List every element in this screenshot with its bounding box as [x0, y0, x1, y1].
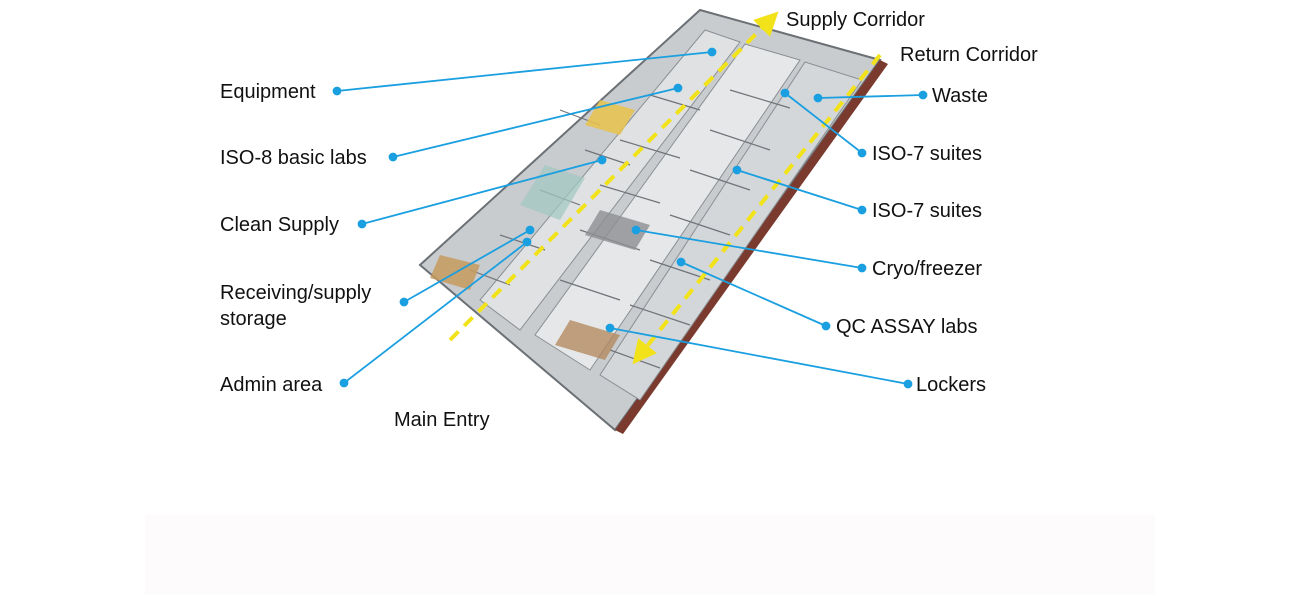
label-iso8-labs: ISO-8 basic labs — [220, 147, 367, 169]
label-equipment: Equipment — [220, 81, 316, 103]
label-iso7-suites-b: ISO-7 suites — [872, 200, 983, 222]
label-admin-area: Admin area — [220, 374, 323, 396]
label-iso7-suites-a: ISO-7 suites — [872, 143, 983, 165]
yellow-room — [585, 100, 635, 135]
label-main-entry: Main Entry — [394, 409, 490, 431]
supply-corridor-arrow — [448, 11, 779, 342]
label-return-corridor: Return Corridor — [900, 44, 1038, 66]
glass-room — [520, 165, 585, 220]
label-cryo-freezer: Cryo/freezer — [872, 258, 983, 280]
room-band-3 — [599, 61, 863, 401]
leader-clean-supply — [361, 159, 603, 225]
label-clean-supply: Clean Supply — [220, 214, 339, 236]
leader-receiving — [403, 229, 531, 303]
leader-equipment — [336, 51, 713, 92]
return-corridor-arrow — [632, 53, 882, 365]
leader-waste — [817, 94, 924, 99]
facade-wall — [615, 60, 888, 434]
leader-qc — [680, 261, 827, 327]
cryo-room — [585, 210, 650, 250]
leader-lockers — [609, 327, 909, 385]
leader-lines — [332, 47, 928, 389]
label-waste: Waste — [932, 85, 988, 107]
leader-cryo — [635, 229, 863, 269]
label-lockers: Lockers — [916, 374, 987, 396]
label-supply-corridor: Supply Corridor — [786, 9, 925, 31]
leader-iso8 — [392, 87, 679, 158]
locker-room — [555, 320, 620, 360]
leader-iso7-b — [736, 169, 863, 211]
label-receiving-line2: storage — [220, 308, 287, 330]
leader-iso7-a — [784, 92, 863, 154]
footer-band — [145, 515, 1155, 595]
label-qc-assay-labs: QC ASSAY labs — [836, 316, 978, 338]
label-receiving-line1: Receiving/supply — [220, 282, 372, 304]
leader-admin — [343, 241, 528, 384]
